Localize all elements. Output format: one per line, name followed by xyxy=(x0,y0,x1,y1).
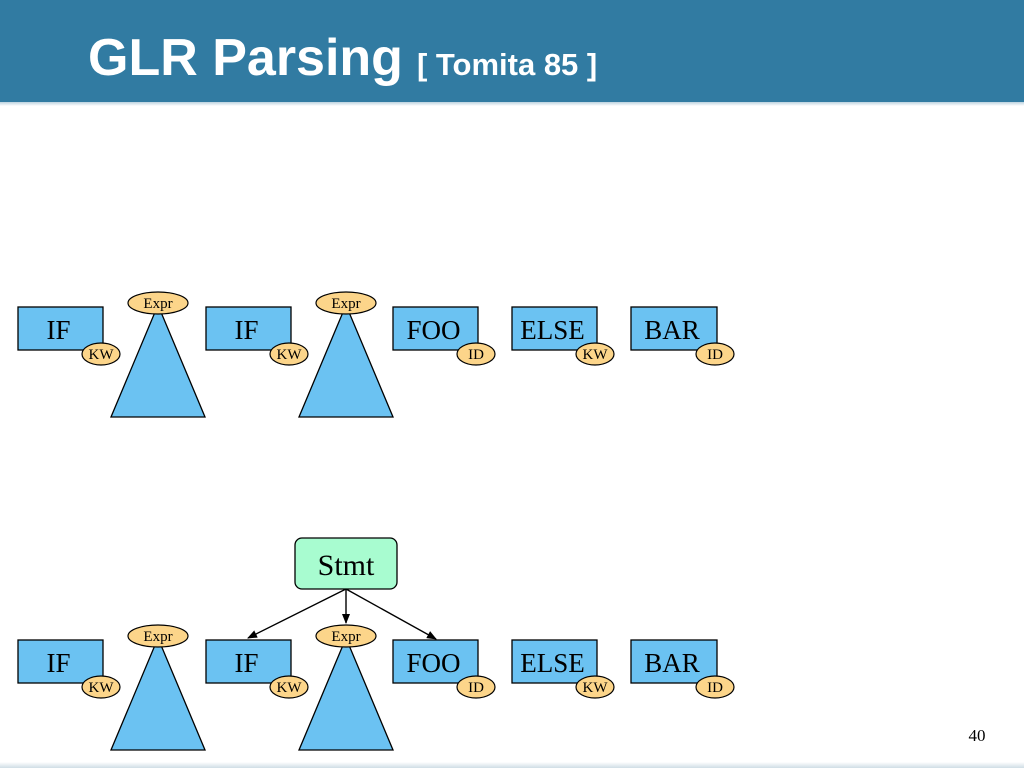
row2-tag-label-5: ID xyxy=(707,680,723,696)
stmt-arrow-3 xyxy=(345,588,437,640)
row1-expr-label-2: Expr xyxy=(331,296,360,312)
page-number: 40 xyxy=(968,726,986,745)
row1-tag-oval-1 xyxy=(81,342,121,366)
row1-tag-label-4: KW xyxy=(583,347,609,363)
title-citation: [ Tomita 85 ] xyxy=(416,47,598,82)
row2-token-box-bar xyxy=(630,639,718,684)
title-text: GLR Parsing xyxy=(88,29,403,87)
row1-token-label-else: ELSE xyxy=(520,315,585,345)
row1-tag-oval-5 xyxy=(695,342,735,366)
row1-token-label-if: IF xyxy=(234,315,258,345)
row1-token-label-if: IF xyxy=(46,315,70,345)
row1-token-box-if xyxy=(205,306,292,351)
row2-token-label-if: IF xyxy=(46,648,70,678)
row2-token-label-else: ELSE xyxy=(520,648,585,678)
title-bar xyxy=(0,0,1024,102)
row2-expr-oval-2 xyxy=(315,624,377,648)
row2-expr-oval-1 xyxy=(127,624,189,648)
row2-token-label-foo: FOO xyxy=(406,648,460,678)
row1-tag-label-1: KW xyxy=(89,347,115,363)
stmt-arrow-1 xyxy=(247,588,347,639)
row2-token-label-bar: BAR xyxy=(644,648,700,678)
footer-line xyxy=(0,762,1024,768)
row1-expr-tree-1 xyxy=(110,303,206,418)
row2-expr-label-1: Expr xyxy=(143,629,172,645)
row2-tag-oval-5 xyxy=(695,675,735,699)
row2-tag-oval-2 xyxy=(269,675,309,699)
row2-token-box-if xyxy=(205,639,292,684)
slide-title: GLR Parsing [ Tomita 85 ] xyxy=(88,28,597,88)
row1-expr-label-1: Expr xyxy=(143,296,172,312)
row2-tag-label-1: KW xyxy=(89,680,115,696)
row1-token-box-bar xyxy=(630,306,718,351)
row1-token-box-foo xyxy=(392,306,479,351)
row1-expr-oval-2 xyxy=(315,291,377,315)
row2-tag-oval-3 xyxy=(456,675,496,699)
row2-token-label-if: IF xyxy=(234,648,258,678)
row2-tag-oval-1 xyxy=(81,675,121,699)
row1-tag-label-3: ID xyxy=(468,347,484,363)
row2-tag-oval-4 xyxy=(575,675,615,699)
row1-expr-tree-2 xyxy=(298,303,394,418)
row2-token-box-else xyxy=(511,639,598,684)
row1-token-box-if xyxy=(17,306,104,351)
row1-tag-oval-3 xyxy=(456,342,496,366)
stmt-label: Stmt xyxy=(318,549,375,582)
row1-tag-oval-4 xyxy=(575,342,615,366)
row1-token-label-bar: BAR xyxy=(644,315,700,345)
row1-tag-label-2: KW xyxy=(277,347,303,363)
row1-tag-oval-2 xyxy=(269,342,309,366)
row2-expr-tree-2 xyxy=(298,636,394,751)
title-bar-shadow xyxy=(0,102,1024,106)
row2-expr-label-2: Expr xyxy=(331,629,360,645)
row2-tag-label-2: KW xyxy=(277,680,303,696)
row2-tag-label-4: KW xyxy=(583,680,609,696)
row1-token-box-else xyxy=(511,306,598,351)
row1-token-label-foo: FOO xyxy=(406,315,460,345)
row2-tag-label-3: ID xyxy=(468,680,484,696)
row2-token-box-if xyxy=(17,639,104,684)
row2-expr-tree-1 xyxy=(110,636,206,751)
row2-token-box-foo xyxy=(392,639,479,684)
row1-expr-oval-1 xyxy=(127,291,189,315)
row1-tag-label-5: ID xyxy=(707,347,723,363)
